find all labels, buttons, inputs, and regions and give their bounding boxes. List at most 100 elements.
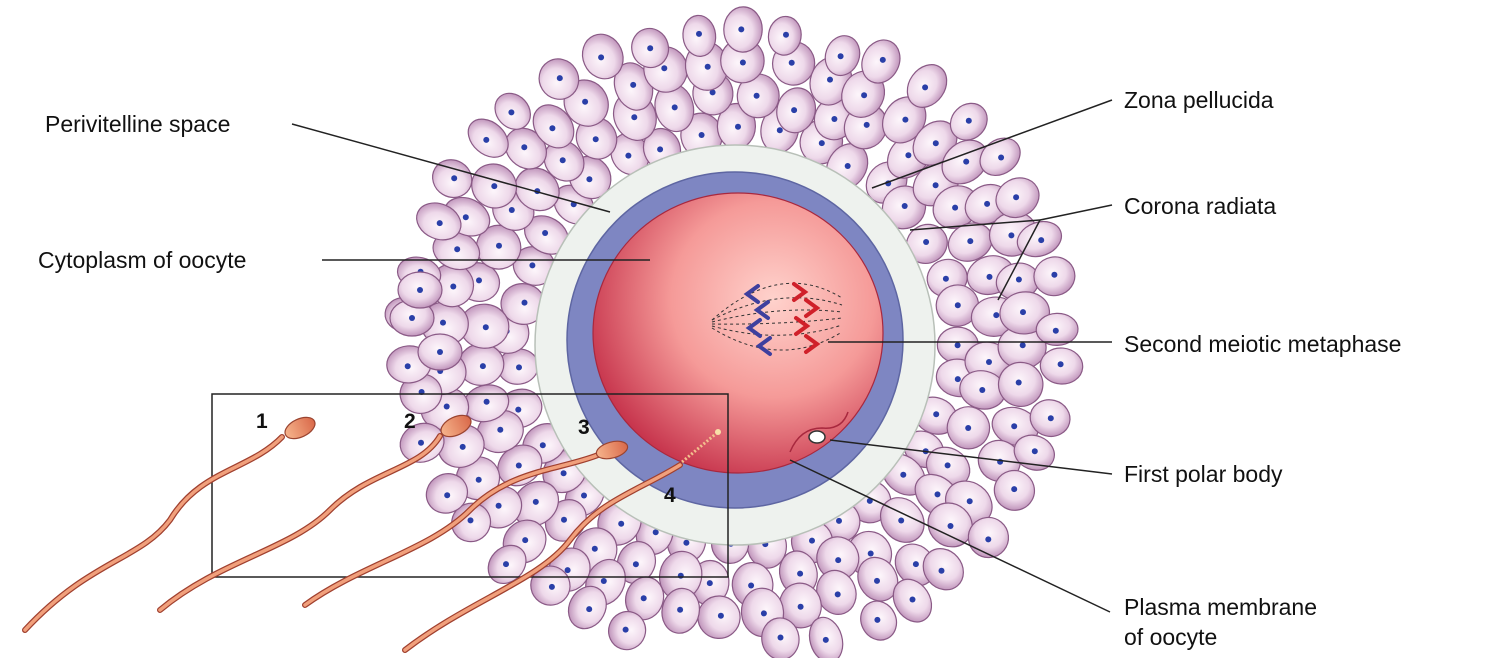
label-cytoplasm-of-oocyte: Cytoplasm of oocyte xyxy=(38,246,246,274)
corona-cell-nucleus xyxy=(933,411,939,417)
corona-cell-nucleus xyxy=(633,561,639,567)
corona-cell-nucleus xyxy=(630,82,636,88)
corona-cell-nucleus xyxy=(549,584,555,590)
corona-cell-nucleus xyxy=(831,116,837,122)
corona-cell-nucleus xyxy=(1020,309,1026,315)
corona-cell-nucleus xyxy=(823,637,829,643)
corona-cell-nucleus xyxy=(1058,361,1064,367)
corona-cell-nucleus xyxy=(598,54,604,60)
corona-cell-nucleus xyxy=(641,595,647,601)
corona-cell-nucleus xyxy=(1038,237,1044,243)
corona-cell-nucleus xyxy=(540,442,546,448)
sperm-number-2: 2 xyxy=(404,410,416,434)
label-perivitelline-space: Perivitelline space xyxy=(45,110,230,138)
corona-cell-nucleus xyxy=(533,499,539,505)
corona-cell-nucleus xyxy=(1013,194,1019,200)
corona-cell-nucleus xyxy=(444,492,450,498)
corona-cell-nucleus xyxy=(522,300,528,306)
corona-cell-nucleus xyxy=(582,99,588,105)
corona-cell-nucleus xyxy=(450,284,456,290)
corona-cell-nucleus xyxy=(444,404,450,410)
corona-cell-nucleus xyxy=(955,342,961,348)
corona-cell-nucleus xyxy=(491,183,497,189)
corona-cell-nucleus xyxy=(965,425,971,431)
corona-cell-nucleus xyxy=(963,159,969,165)
corona-cell-nucleus xyxy=(1053,328,1059,334)
corona-cell-nucleus xyxy=(601,578,607,584)
corona-cell-nucleus xyxy=(1011,423,1017,429)
corona-cell-nucleus xyxy=(827,77,833,83)
corona-cell-nucleus xyxy=(900,472,906,478)
corona-cell-nucleus xyxy=(451,175,457,181)
corona-cell-nucleus xyxy=(789,60,795,66)
corona-cell-nucleus xyxy=(561,517,567,523)
corona-cell-nucleus xyxy=(979,387,985,393)
corona-cell-nucleus xyxy=(967,498,973,504)
corona-cell-nucleus xyxy=(754,93,760,99)
corona-cell-nucleus xyxy=(549,125,555,131)
corona-cell-nucleus xyxy=(476,277,482,283)
corona-cell-nucleus xyxy=(735,124,741,130)
corona-cell-nucleus xyxy=(557,75,563,81)
corona-cell-nucleus xyxy=(661,65,667,71)
corona-cell-nucleus xyxy=(699,132,705,138)
corona-cell-nucleus xyxy=(657,146,663,152)
corona-cell-nucleus xyxy=(880,57,886,63)
corona-cell-nucleus xyxy=(898,518,904,524)
corona-cell-nucleus xyxy=(522,537,528,543)
corona-cell-nucleus xyxy=(405,363,411,369)
corona-cell-nucleus xyxy=(476,477,482,483)
corona-cell-nucleus xyxy=(483,137,489,143)
corona-cell-nucleus xyxy=(993,312,999,318)
corona-cell-nucleus xyxy=(791,107,797,113)
corona-cell-nucleus xyxy=(998,155,1004,161)
corona-cell-nucleus xyxy=(935,491,941,497)
corona-cell-nucleus xyxy=(966,118,972,124)
corona-cell-nucleus xyxy=(1032,448,1038,454)
corona-cell-nucleus xyxy=(508,109,514,115)
corona-cell-nucleus xyxy=(933,140,939,146)
corona-cell-nucleus xyxy=(409,315,415,321)
corona-cell-nucleus xyxy=(967,238,973,244)
corona-cell-nucleus xyxy=(561,470,567,476)
corona-cell-nucleus xyxy=(945,462,951,468)
corona-cell-nucleus xyxy=(943,276,949,282)
label-plasma-membrane: Plasma membrane of oocyte xyxy=(1124,592,1317,652)
corona-cell-nucleus xyxy=(484,399,490,405)
corona-cell-nucleus xyxy=(454,246,460,252)
corona-cell-nucleus xyxy=(761,610,767,616)
corona-cell-nucleus xyxy=(955,302,961,308)
corona-cell-nucleus xyxy=(677,607,683,613)
corona-cell-nucleus xyxy=(707,580,713,586)
corona-cell-nucleus xyxy=(418,440,424,446)
corona-cell-nucleus xyxy=(913,561,919,567)
corona-cell-nucleus xyxy=(902,203,908,209)
label-plasma-membrane-line2: of oocyte xyxy=(1124,622,1317,652)
corona-cell-nucleus xyxy=(483,324,489,330)
corona-cell-nucleus xyxy=(631,114,637,120)
corona-cell-nucleus xyxy=(718,613,724,619)
corona-cell-nucleus xyxy=(835,591,841,597)
corona-cell-nucleus xyxy=(565,567,571,573)
sperm-number-3: 3 xyxy=(578,416,590,440)
corona-cell-nucleus xyxy=(778,635,784,641)
corona-cell-nucleus xyxy=(586,606,592,612)
corona-cell-nucleus xyxy=(905,152,911,158)
corona-cell-nucleus xyxy=(503,561,509,567)
corona-cell-nucleus xyxy=(468,517,474,523)
corona-cell-nucleus xyxy=(845,163,851,169)
corona-cell-nucleus xyxy=(836,518,842,524)
label-plasma-membrane-line1: Plasma membrane xyxy=(1124,592,1317,622)
corona-cell-nucleus xyxy=(623,627,629,633)
corona-cell-nucleus xyxy=(496,243,502,249)
corona-cell-nucleus xyxy=(910,597,916,603)
corona-cell-nucleus xyxy=(798,604,804,610)
corona-cell-nucleus xyxy=(581,493,587,499)
corona-cell-nucleus xyxy=(809,538,815,544)
corona-cell-nucleus xyxy=(529,262,535,268)
corona-cell-nucleus xyxy=(516,463,522,469)
corona-cell-nucleus xyxy=(683,540,689,546)
corona-cell-nucleus xyxy=(783,32,789,38)
corona-cell-nucleus xyxy=(521,144,527,150)
corona-cell-nucleus xyxy=(819,140,825,146)
